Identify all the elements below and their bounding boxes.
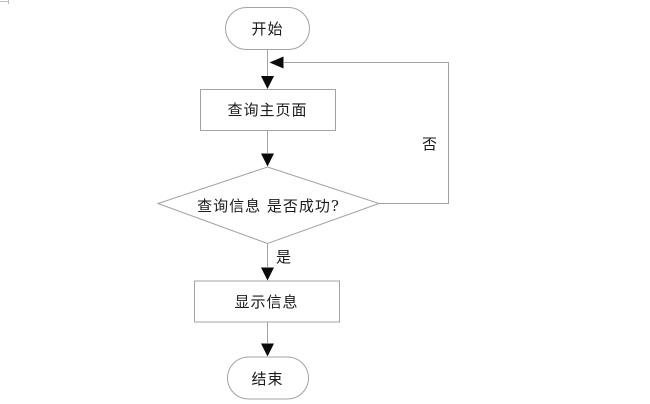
edge-no-loop <box>284 62 449 204</box>
start-terminator-label: 开始 <box>251 19 284 38</box>
end-terminator-label: 结束 <box>251 369 284 388</box>
arrowhead-into-end <box>261 343 274 357</box>
show-info-process-shape <box>194 280 340 323</box>
end-terminator-shape <box>227 356 309 400</box>
no-branch-label: 否 <box>422 135 438 153</box>
arrowhead-loop-into-junction <box>269 56 284 69</box>
show-info-process-label: 显示信息 <box>234 293 299 311</box>
arrowhead-into-decision <box>261 153 274 167</box>
query-main-page-process-label: 查询主页面 <box>227 101 308 119</box>
corner-artifact-line <box>0 0 9 4</box>
query-success-decision-label: 查询信息 是否成功? <box>197 197 340 215</box>
arrowhead-into-show-info <box>261 267 274 281</box>
arrowhead-into-query-main-page <box>261 76 274 89</box>
query-main-page-process-shape <box>200 89 336 131</box>
yes-branch-label: 是 <box>276 248 292 266</box>
